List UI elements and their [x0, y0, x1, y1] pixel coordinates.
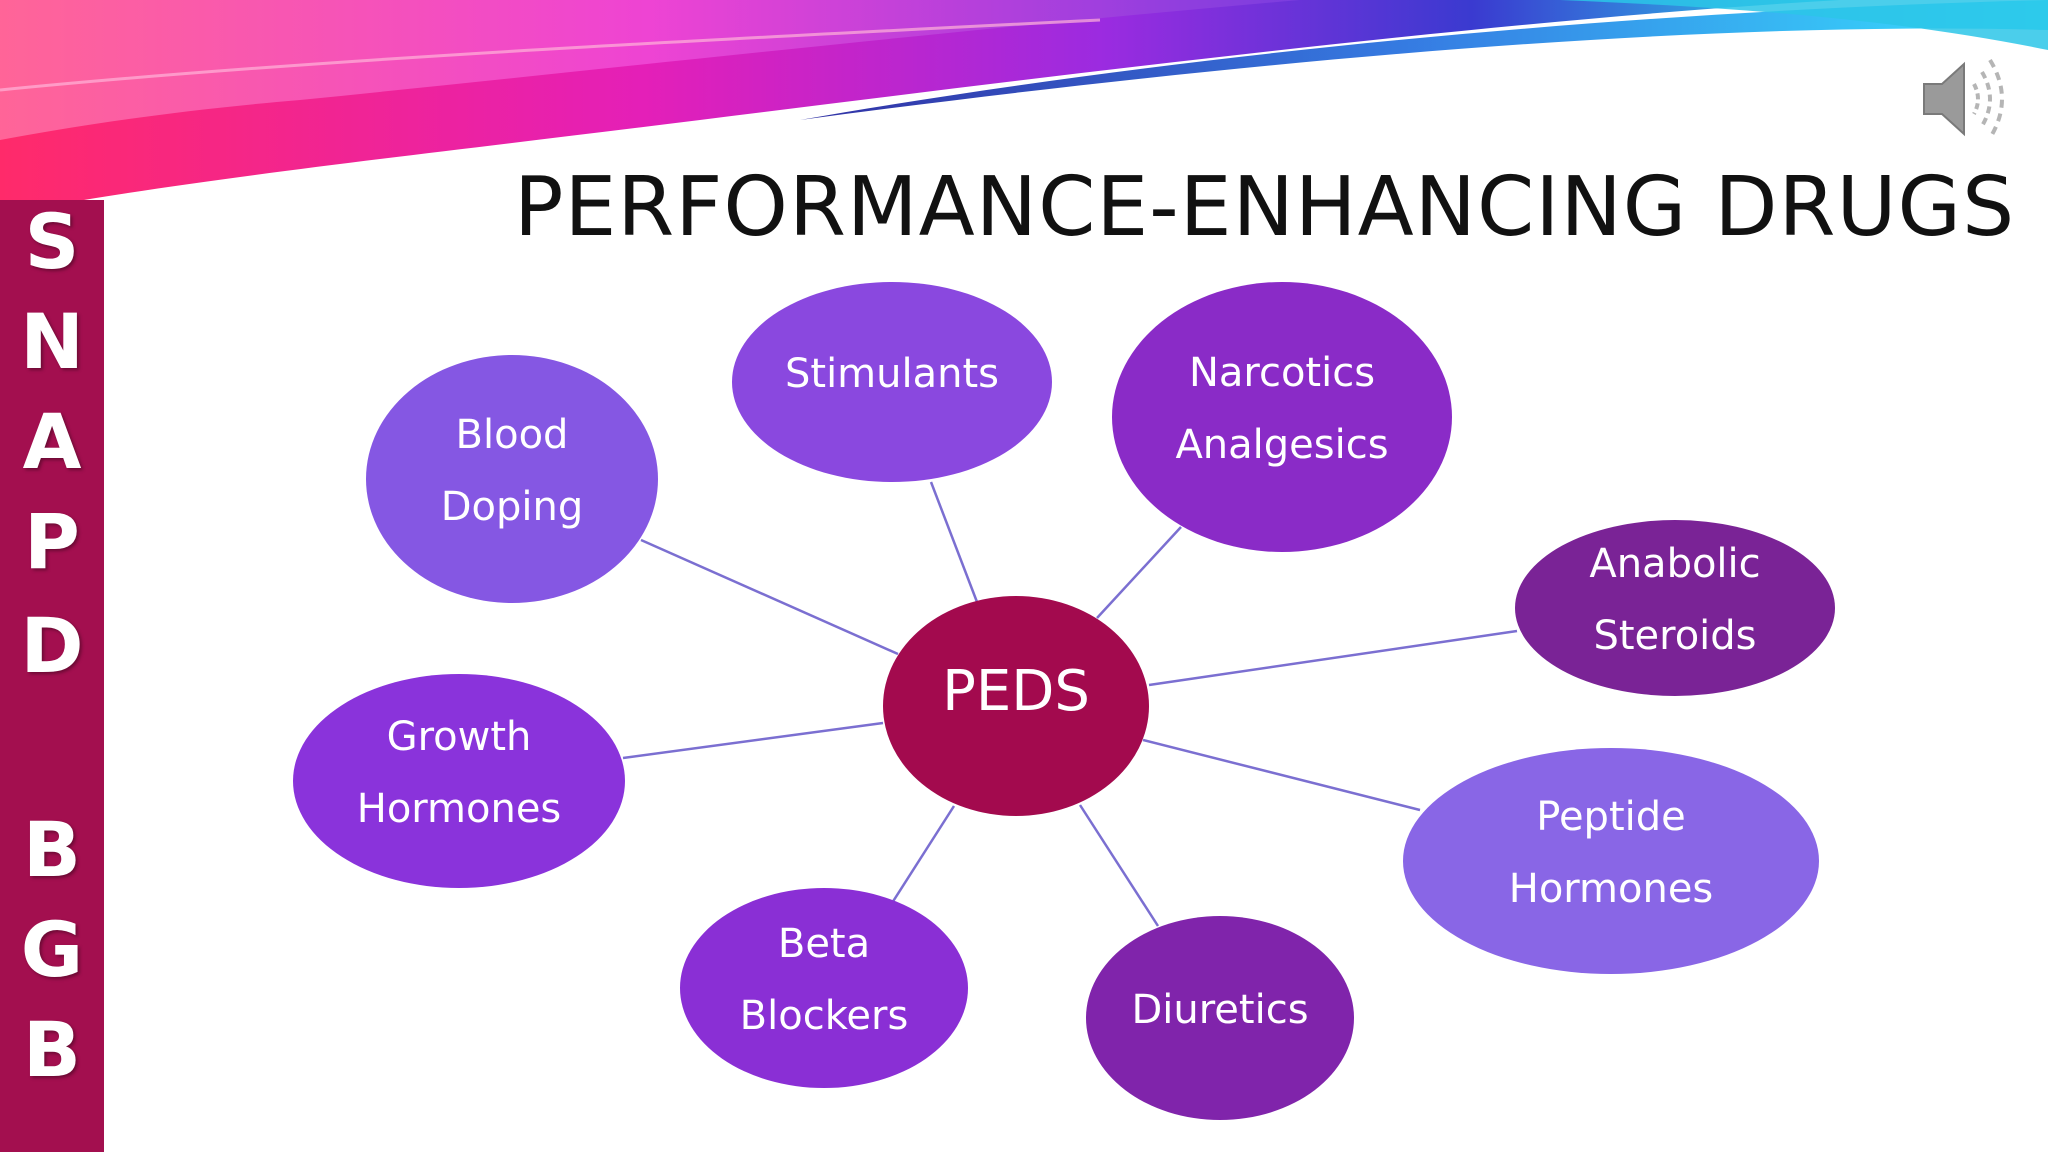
node-label-line: Steroids: [1593, 613, 1757, 659]
connector-line: [1078, 804, 1160, 927]
diagram-node: [1112, 282, 1452, 552]
connector-line: [1142, 738, 1421, 812]
diagram-node: [293, 674, 625, 888]
center-node-label: PEDS: [942, 659, 1090, 724]
connector-line: [883, 805, 956, 915]
diagram-node: [732, 282, 1052, 482]
sidebar-letter: P: [24, 497, 80, 586]
decorative-banner: [0, 0, 2048, 215]
diagram-node: [1515, 520, 1835, 696]
sidebar-letter: S: [24, 197, 80, 286]
sidebar-letter: A: [22, 397, 82, 486]
node-label-line: Hormones: [356, 786, 562, 832]
node-label-line: Narcotics: [1188, 350, 1376, 396]
node-label-line: Blockers: [739, 993, 909, 1039]
diagram-nodes: [293, 282, 1835, 1120]
connector-line: [640, 538, 899, 656]
sidebar-letter: B: [23, 805, 81, 894]
node-label-line: Beta: [777, 921, 871, 967]
sidebar-letter: N: [20, 297, 84, 386]
diagram-node: [1086, 916, 1354, 1120]
diagram-node: [366, 355, 658, 603]
sidebar-strip: S N A P D B G B: [0, 200, 104, 1152]
slide-title: PERFORMANCE-ENHANCING DRUGS: [514, 160, 2016, 255]
node-label-line: Hormones: [1508, 866, 1714, 912]
diagram-node: [1403, 748, 1819, 974]
node-label-line: Growth: [386, 714, 532, 760]
connector-line: [1148, 629, 1518, 687]
node-label-line: Doping: [440, 484, 584, 530]
node-label-line: Diuretics: [1131, 987, 1309, 1033]
node-label-line: Anabolic: [1589, 541, 1761, 587]
connector-line: [929, 481, 979, 603]
connector-line: [622, 721, 884, 760]
diagram-node-label: Diuretics: [1131, 974, 1308, 1046]
sidebar-letter: G: [20, 905, 84, 994]
node-label-line: Stimulants: [784, 351, 1000, 397]
connector-lines: [622, 481, 1518, 927]
diagram-node: [680, 888, 968, 1088]
node-label-line: Peptide: [1536, 794, 1686, 840]
node-label-line: Analgesics: [1175, 422, 1389, 468]
speaker-icon[interactable]: [1918, 48, 2014, 148]
diagram-node-label: Stimulants: [785, 338, 999, 410]
connector-line: [1096, 526, 1182, 619]
sidebar-letter: B: [23, 1005, 81, 1094]
node-label-line: Blood: [455, 412, 569, 458]
sidebar-letter: D: [20, 601, 84, 690]
center-node: [883, 596, 1149, 816]
